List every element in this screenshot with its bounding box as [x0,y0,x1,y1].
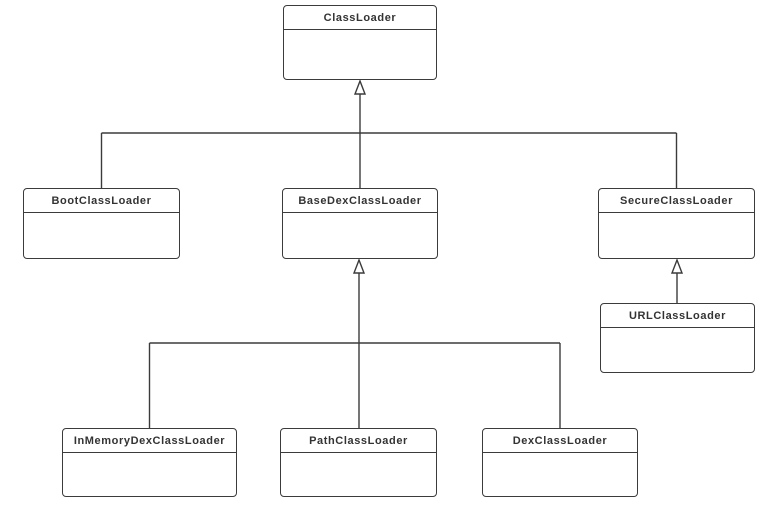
class-body-compartment [601,328,754,372]
hollow-triangle-arrowhead [670,258,684,274]
generalization-arrow-to-basedexclassloader [352,258,366,428]
class-name-label: URLClassLoader [601,304,754,328]
class-body-compartment [599,213,754,258]
class-body-compartment [483,453,637,496]
class-body-compartment [24,213,179,258]
class-name-label: BootClassLoader [24,189,179,213]
class-box-urlclassloader: URLClassLoader [600,303,755,373]
lower-bus [148,342,561,428]
class-name-label: ClassLoader [284,6,436,30]
class-name-label: PathClassLoader [281,429,436,453]
class-body-compartment [281,453,436,496]
hollow-triangle-arrowhead [352,258,366,274]
class-box-secureclassloader: SecureClassLoader [598,188,755,259]
class-name-label: BaseDexClassLoader [283,189,437,213]
class-box-dexclassloader: DexClassLoader [482,428,638,497]
class-box-classloader: ClassLoader [283,5,437,80]
class-name-label: SecureClassLoader [599,189,754,213]
class-body-compartment [284,30,436,79]
class-name-label: DexClassLoader [483,429,637,453]
generalization-arrow-to-secureclassloader [670,258,684,303]
generalization-arrow-to-classloader [353,79,367,188]
class-box-inmemorydexclassloader: InMemoryDexClassLoader [62,428,237,497]
class-box-pathclassloader: PathClassLoader [280,428,437,497]
class-box-basedexclassloader: BaseDexClassLoader [282,188,438,259]
class-name-label: InMemoryDexClassLoader [63,429,236,453]
upper-bus [100,132,678,188]
hollow-triangle-arrowhead [353,79,367,95]
class-box-bootclassloader: BootClassLoader [23,188,180,259]
class-body-compartment [63,453,236,496]
class-body-compartment [283,213,437,258]
